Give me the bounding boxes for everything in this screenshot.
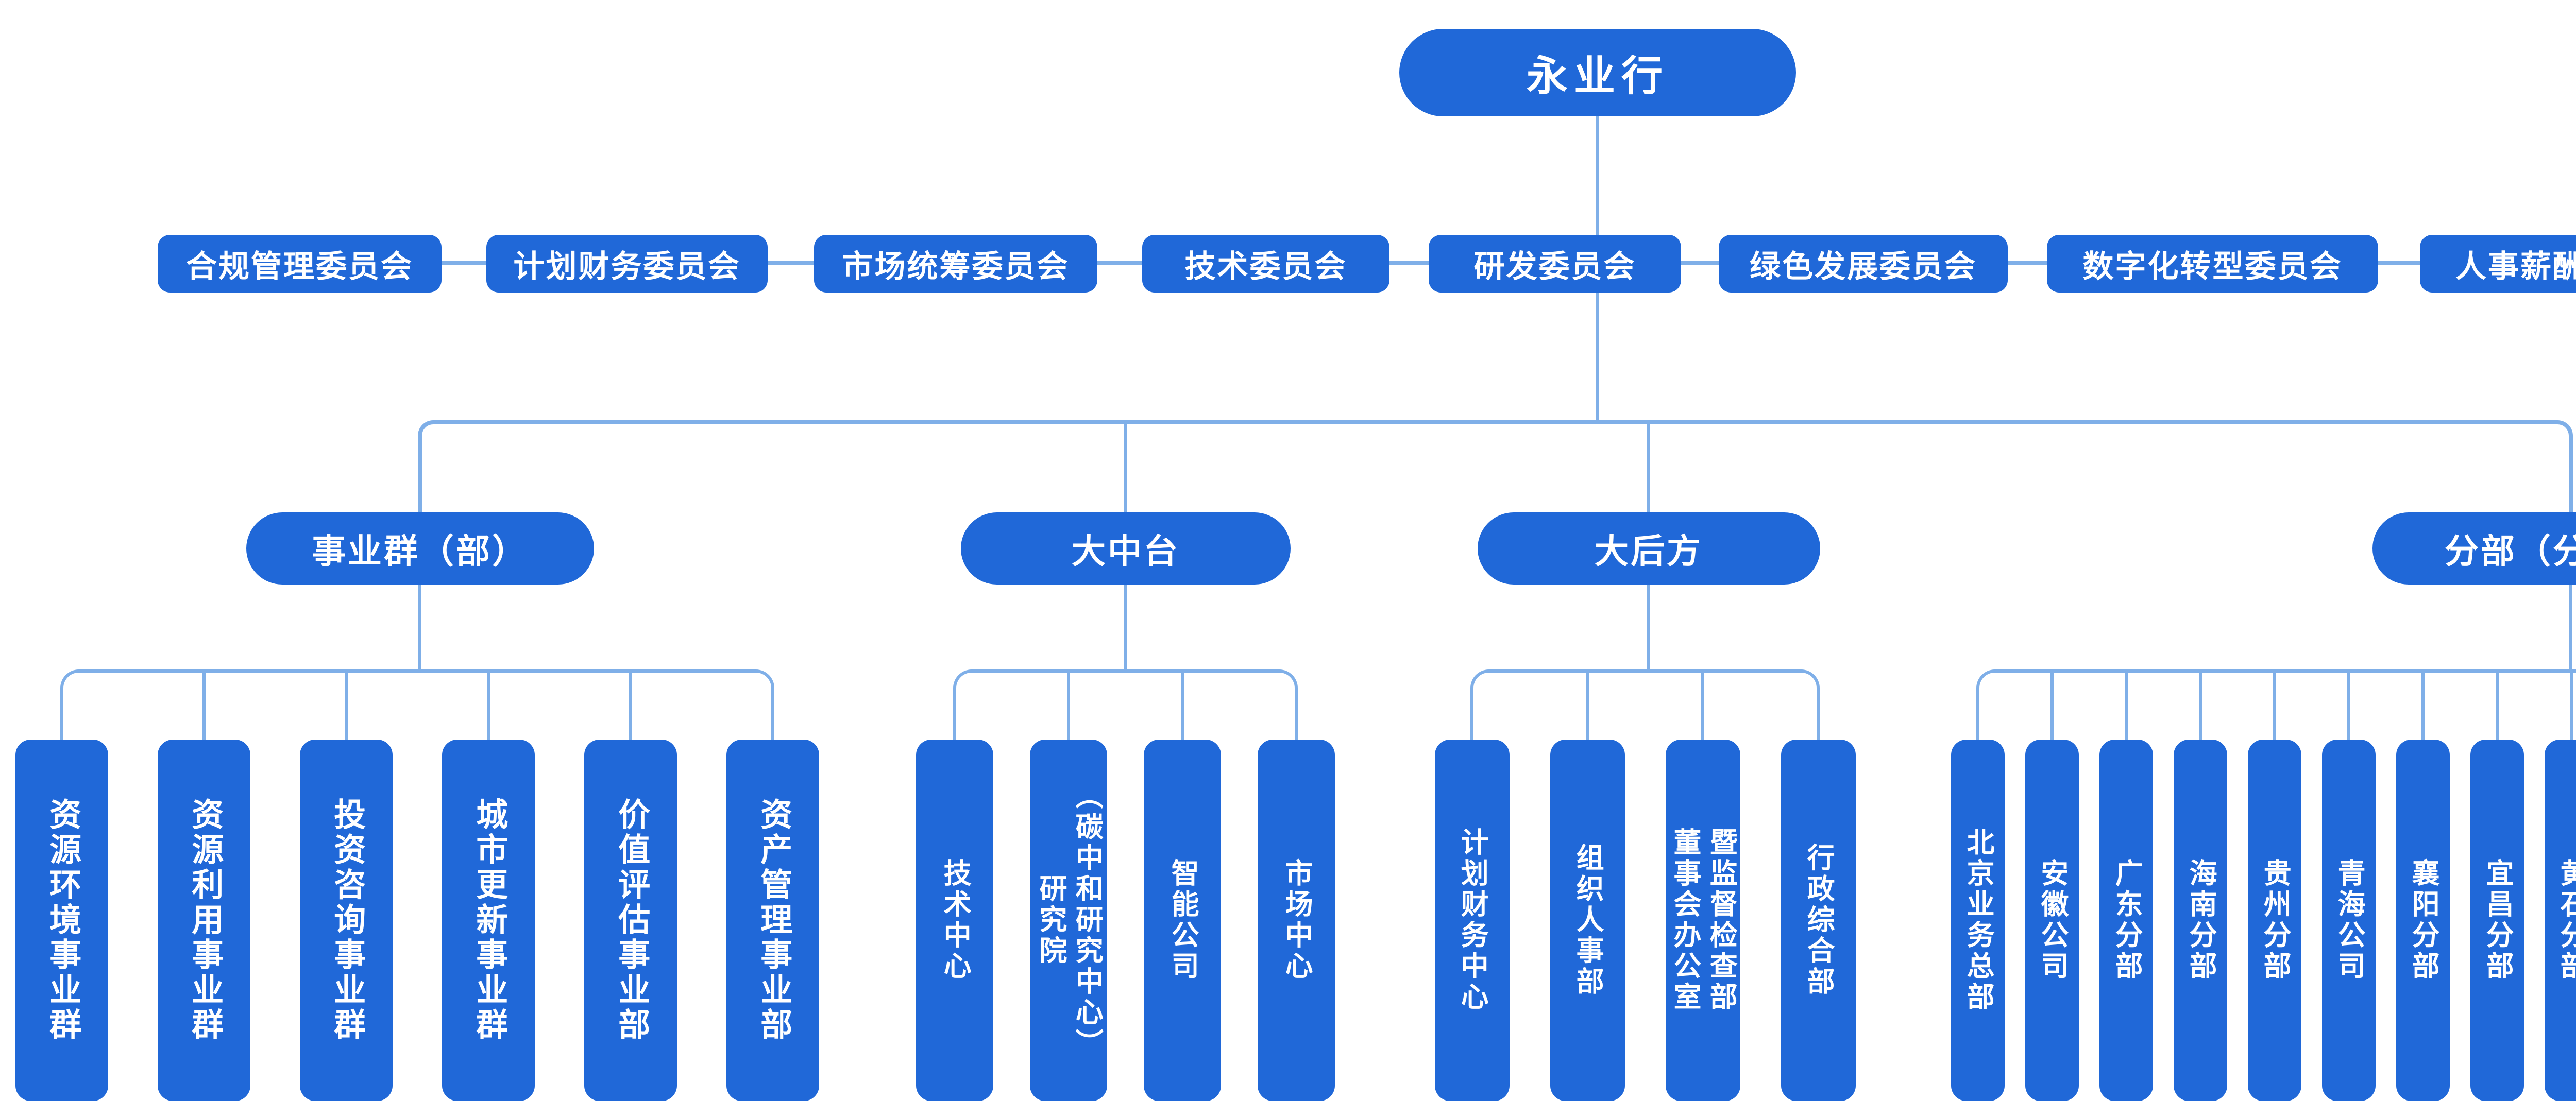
- connector-group-header-drop: [1647, 585, 1650, 673]
- connector-children-bridge: [1976, 669, 2576, 740]
- department-label: 青海公司: [2333, 858, 2365, 982]
- department-label: 资源利用事业群: [187, 798, 223, 1043]
- department-node: 贵州分部: [2248, 740, 2301, 1101]
- department-label: 行政综合部: [1803, 843, 1834, 998]
- department-node: 海南分部: [2174, 740, 2227, 1101]
- connector-trunk-bridge: [418, 420, 2573, 512]
- connector-committee-chain: [1681, 261, 1719, 265]
- committee-node: 数字化转型委员会: [2047, 235, 2378, 293]
- department-node: 研究院 （碳中和研究中心）: [1030, 740, 1107, 1101]
- group-header-node: 事业群（部）: [246, 512, 594, 585]
- connector-trunk-drop: [1124, 424, 1127, 512]
- department-label: 研究院 （碳中和研究中心）: [1035, 781, 1103, 1059]
- connector-child-stub: [487, 673, 490, 740]
- department-node: 技术中心: [916, 740, 993, 1101]
- connector-group-header-drop: [2569, 585, 2572, 673]
- department-label: 智能公司: [1167, 858, 1198, 982]
- department-node: 城市更新事业群: [442, 740, 535, 1101]
- department-label: 技术中心: [939, 858, 971, 982]
- connector-child-stub: [2496, 673, 2499, 740]
- connector-group-header-drop: [418, 585, 421, 673]
- committee-node: 技术委员会: [1142, 235, 1389, 293]
- connector-committee-chain: [442, 261, 486, 265]
- committee-node: 计划财务委员会: [486, 235, 768, 293]
- committee-node: 人事薪酬委员会: [2420, 235, 2576, 293]
- connector-committee-chain: [2008, 261, 2047, 265]
- department-label: 市场中心: [1281, 858, 1312, 982]
- group-header-node: 大中台: [961, 512, 1291, 585]
- department-node: 资产管理事业部: [726, 740, 819, 1101]
- committee-node: 研发委员会: [1429, 235, 1681, 293]
- connector-child-stub: [2050, 673, 2054, 740]
- department-node: 董事会办公室 暨监督检查部: [1665, 740, 1740, 1101]
- connector-children-bridge: [953, 669, 1298, 740]
- department-node: 宜昌分部: [2470, 740, 2524, 1101]
- department-node: 襄阳分部: [2396, 740, 2450, 1101]
- org-root-node: 永业行: [1399, 29, 1796, 116]
- connector-children-bridge: [60, 669, 774, 740]
- department-label: 海南分部: [2185, 858, 2216, 982]
- department-label: 资产管理事业部: [755, 798, 791, 1043]
- department-label: 北京业务总部: [1962, 828, 1994, 1013]
- department-label: 投资咨询事业群: [329, 798, 365, 1043]
- department-node: 计划财务中心: [1434, 740, 1510, 1101]
- department-node: 青海公司: [2322, 740, 2376, 1101]
- connector-child-stub: [1067, 673, 1070, 740]
- committee-node: 绿色发展委员会: [1719, 235, 2008, 293]
- connector-child-stub: [2570, 673, 2573, 740]
- department-label: 广东分部: [2111, 858, 2142, 982]
- connector-child-stub: [1181, 673, 1184, 740]
- department-label: 城市更新事业群: [471, 798, 507, 1043]
- department-label: 安徽公司: [2037, 858, 2068, 982]
- connector-child-stub: [345, 673, 348, 740]
- department-node: 黄石分部: [2545, 740, 2576, 1101]
- department-label: 资源环境事业群: [44, 798, 80, 1043]
- committee-node: 市场统筹委员会: [814, 235, 1097, 293]
- department-label: 计划财务中心: [1456, 828, 1488, 1013]
- connector-child-stub: [629, 673, 632, 740]
- department-label: 宜昌分部: [2482, 858, 2513, 982]
- connector-child-stub: [1586, 673, 1589, 740]
- department-label: 黄石分部: [2556, 858, 2576, 982]
- connector-child-stub: [2125, 673, 2128, 740]
- department-label: 襄阳分部: [2408, 858, 2439, 982]
- department-node: 市场中心: [1258, 740, 1335, 1101]
- department-label: 贵州分部: [2259, 858, 2291, 982]
- committee-node: 合规管理委员会: [158, 235, 442, 293]
- connector-trunk-drop: [1647, 424, 1650, 512]
- department-node: 资源环境事业群: [15, 740, 108, 1101]
- connector-child-stub: [1701, 673, 1704, 740]
- connector-group-header-drop: [1124, 585, 1127, 673]
- department-label: 组织人事部: [1572, 843, 1603, 998]
- department-node: 投资咨询事业群: [300, 740, 393, 1101]
- connector-committee-chain: [768, 261, 814, 265]
- connector-child-stub: [2199, 673, 2202, 740]
- department-node: 北京业务总部: [1951, 740, 2005, 1101]
- connector-children-bridge: [1470, 669, 1820, 740]
- group-header-node: 大后方: [1477, 512, 1820, 585]
- department-node: 智能公司: [1144, 740, 1221, 1101]
- department-node: 安徽公司: [2025, 740, 2079, 1101]
- department-label: 董事会办公室 暨监督检查部: [1669, 828, 1737, 1013]
- connector-child-stub: [202, 673, 206, 740]
- connector-committee-chain: [1097, 261, 1142, 265]
- group-header-node: 分部（分公司）: [2372, 512, 2576, 585]
- connector-child-stub: [2273, 673, 2276, 740]
- connector-committee-chain: [1389, 261, 1429, 265]
- department-node: 行政综合部: [1781, 740, 1856, 1101]
- department-node: 广东分部: [2099, 740, 2153, 1101]
- department-node: 组织人事部: [1550, 740, 1625, 1101]
- connector-committee-chain: [2378, 261, 2420, 265]
- department-node: 价值评估事业部: [584, 740, 677, 1101]
- department-node: 资源利用事业群: [158, 740, 250, 1101]
- department-label: 价值评估事业部: [613, 798, 649, 1043]
- connector-child-stub: [2421, 673, 2425, 740]
- connector-child-stub: [2347, 673, 2350, 740]
